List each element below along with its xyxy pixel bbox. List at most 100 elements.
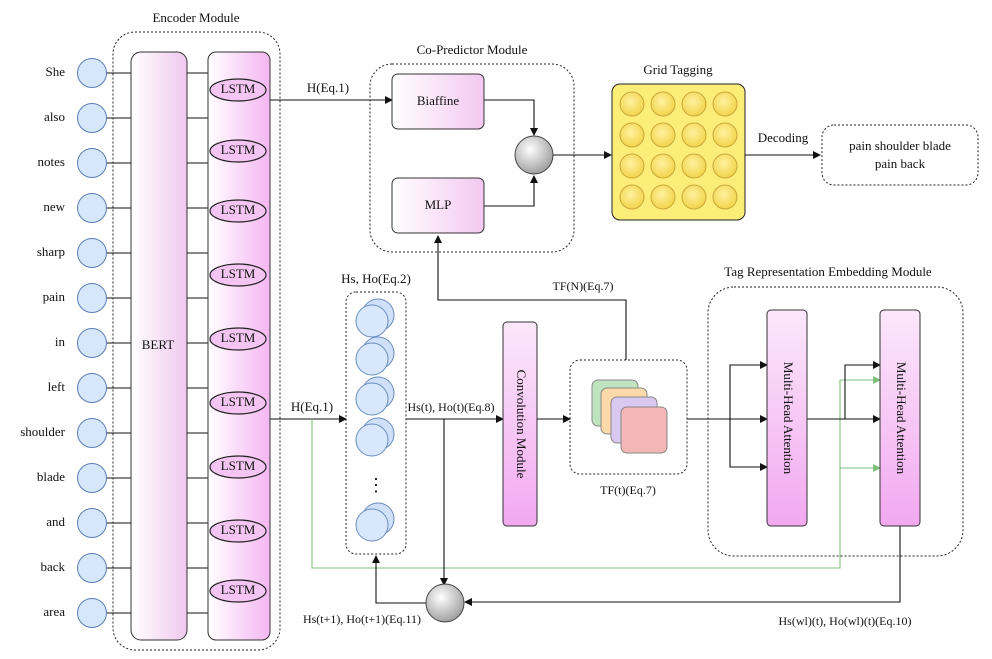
mlp-to-sum-arrow — [484, 175, 538, 207]
word-token-circle — [77, 508, 107, 538]
sum-node-top — [514, 135, 554, 175]
word-label: notes — [38, 154, 65, 169]
word-token-circle — [77, 58, 107, 88]
bert-label: BERT — [142, 337, 175, 352]
grid-title: Grid Tagging — [643, 62, 713, 77]
mha2-box — [879, 309, 921, 527]
grid-cell — [712, 122, 738, 148]
encoder-frame — [112, 31, 281, 651]
mha1-to-mha2-arrow — [807, 361, 881, 420]
word-token-circle — [77, 238, 107, 268]
grid-block — [611, 83, 746, 221]
h-vector-circle — [355, 423, 389, 457]
lstm-cell — [209, 199, 267, 223]
h-eq1-mid-label: H(Eq.1) — [291, 399, 333, 414]
lstm-label: LSTM — [221, 394, 256, 409]
tft-eq7-label: TF(t)(Eq.7) — [600, 483, 656, 497]
tag-module-title: Tag Representation Embedding Module — [724, 264, 932, 279]
lstm-cell — [209, 455, 267, 479]
tf-to-mha1-v — [729, 419, 768, 471]
decoding-label: Decoding — [758, 130, 809, 145]
hs-ho-eq2-label: Hs, Ho(Eq.2) — [341, 271, 411, 286]
lstm-label: LSTM — [221, 458, 256, 473]
mlp-box — [391, 177, 485, 234]
tf-to-mha1-q — [729, 361, 768, 419]
h-vector-circle — [355, 382, 389, 416]
copredictor-frame — [369, 63, 575, 253]
word-token-circle — [77, 148, 107, 178]
word-label: in — [55, 334, 66, 349]
grid-cell — [712, 153, 738, 179]
hst-hot-eq8-label: Hs(t), Ho(t)(Eq.8) — [408, 400, 495, 414]
sum-node-bottom — [425, 583, 465, 623]
output-frame — [821, 124, 979, 186]
convolution-label: Convolution Module — [514, 370, 529, 479]
grid-cell — [619, 153, 645, 179]
word-label: also — [44, 109, 65, 124]
hswl-howl-eq10-label: Hs(wl)(t), Ho(wl)(t)(Eq.10) — [779, 614, 912, 628]
bert-block — [130, 51, 188, 641]
word-label: blade — [37, 469, 65, 484]
lstm-cell — [209, 263, 267, 287]
word-label: left — [48, 379, 66, 394]
mha1-box — [766, 309, 808, 527]
encoder-title: Encoder Module — [152, 10, 239, 25]
lstm-label: LSTM — [221, 266, 256, 281]
grid-cell — [650, 91, 676, 117]
lstm-cell — [209, 579, 267, 603]
word-label: area — [43, 604, 65, 619]
word-token-circle — [77, 598, 107, 628]
word-label: and — [46, 514, 65, 529]
grid-cell — [619, 91, 645, 117]
word-label: She — [46, 64, 66, 79]
convolution-box — [502, 321, 538, 527]
grid-cell — [681, 184, 707, 210]
lstm-cell — [209, 391, 267, 415]
lstm-label: LSTM — [221, 202, 256, 217]
word-label: sharp — [37, 244, 65, 259]
output-line1: pain shoulder blade — [849, 138, 951, 153]
grid-cell — [681, 153, 707, 179]
biaffine-box — [391, 73, 485, 130]
lstm-cell — [209, 78, 267, 102]
lstm-label: LSTM — [221, 522, 256, 537]
grid-cell — [650, 184, 676, 210]
grid-cell — [681, 91, 707, 117]
word-label: shoulder — [20, 424, 65, 439]
word-token-circle — [77, 553, 107, 583]
tag-module-frame — [707, 286, 964, 557]
lstm-label: LSTM — [221, 142, 256, 157]
word-label: pain — [43, 289, 66, 304]
mlp-label: MLP — [425, 197, 452, 212]
biaffine-label: Biaffine — [417, 93, 460, 108]
lstm-label: LSTM — [221, 81, 256, 96]
mha2-label: Multi-Head Attention — [894, 362, 909, 475]
lstm-label: LSTM — [221, 330, 256, 345]
copredictor-title: Co-Predictor Module — [417, 42, 528, 57]
tfn-to-mlp-arrow — [434, 235, 627, 360]
word-label: back — [40, 559, 65, 574]
grid-cell — [650, 122, 676, 148]
output-line2: pain back — [875, 156, 926, 171]
grid-cell — [619, 122, 645, 148]
biaffine-to-sum-arrow — [484, 99, 538, 136]
h-vector-circle — [355, 508, 389, 542]
mha2-to-bottom-sum-arrow — [464, 526, 901, 606]
grid-cell — [712, 91, 738, 117]
h-eq1-top-label: H(Eq.1) — [307, 80, 349, 95]
word-token-circle — [77, 103, 107, 133]
grid-cell — [681, 122, 707, 148]
mha1-label: Multi-Head Attention — [781, 362, 796, 475]
word-token-circle — [77, 373, 107, 403]
h-vector-circle — [355, 342, 389, 376]
word-token-circle — [77, 418, 107, 448]
ellipsis-label: ⋮ — [367, 475, 385, 495]
word-token-circle — [77, 193, 107, 223]
lstm-label: LSTM — [221, 582, 256, 597]
h-stack-frame — [345, 291, 407, 555]
green-residual-line — [311, 419, 881, 569]
grid-cell — [650, 153, 676, 179]
word-token-circle — [77, 328, 107, 358]
